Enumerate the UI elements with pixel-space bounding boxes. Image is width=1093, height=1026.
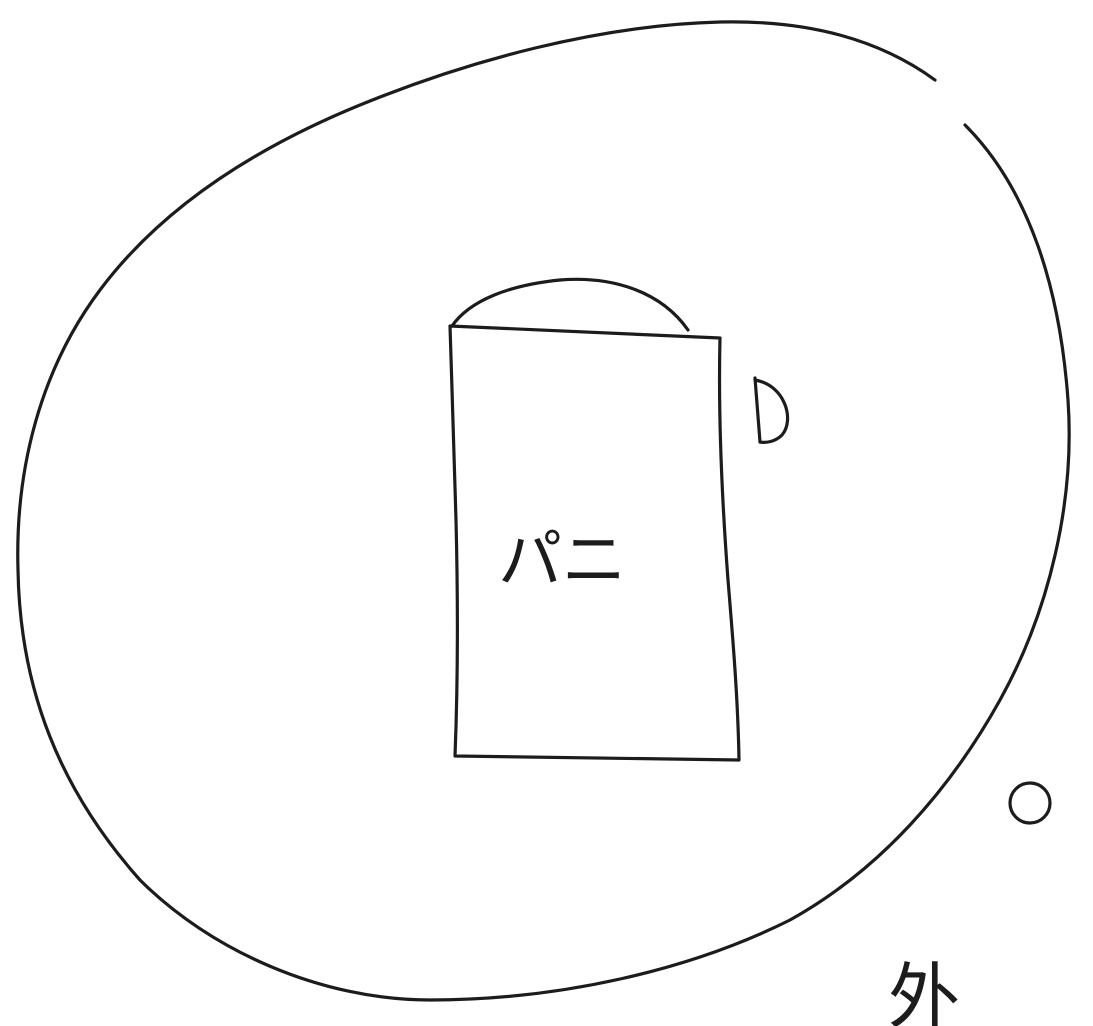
corner-o-mark	[1010, 783, 1050, 823]
inner-label-text: パニ	[498, 524, 626, 598]
dome-cap-shape	[452, 279, 688, 330]
outer-boundary-shape	[18, 22, 1069, 1000]
side-d-mark	[755, 378, 788, 442]
bottom-label-text: 外	[888, 955, 960, 1026]
